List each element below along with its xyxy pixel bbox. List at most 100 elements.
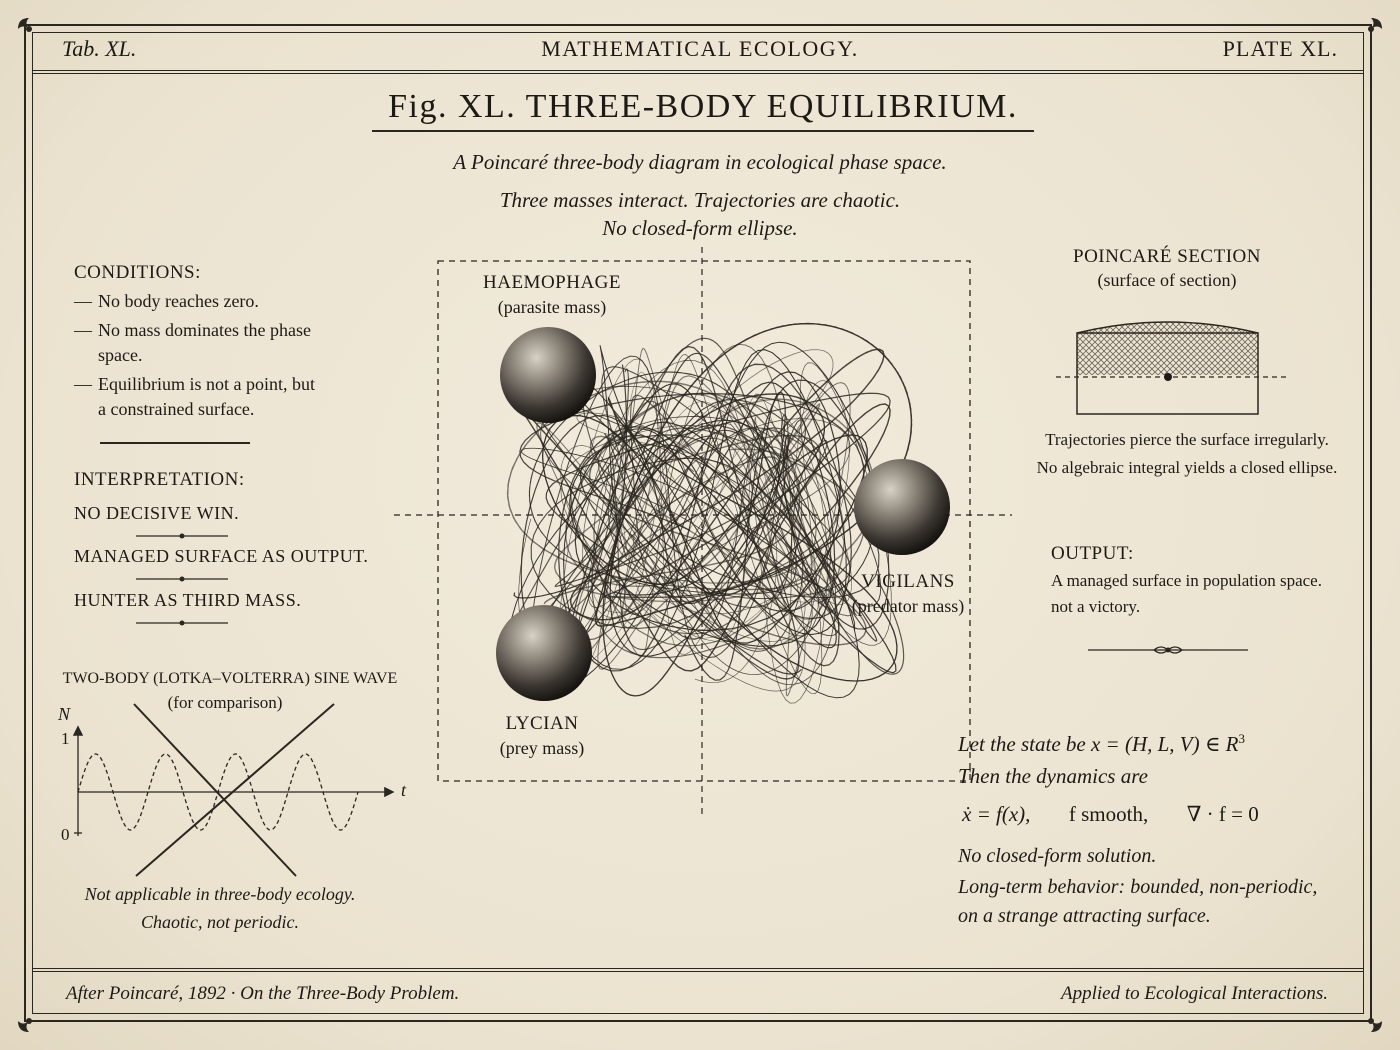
math-line-6: on a strange attracting surface. [958,905,1211,927]
trajectory-line [507,341,876,699]
trajectory-line [560,425,806,692]
lycian-mass [496,605,592,701]
two-body-subtitle: (for comparison) [167,693,283,712]
trajectory-line [570,345,840,667]
body-name-lycian: LYCIAN [505,713,579,734]
two-body-title: TWO-BODY (LOTKA–VOLTERRA) SINE WAVE [62,670,398,687]
trajectory-line [558,363,852,672]
math-line-2: Then the dynamics are [958,764,1148,788]
poincare-heading: POINCARÉ SECTION [1073,246,1261,267]
trajectory-line [591,427,865,659]
poincare-caption-1: Trajectories pierce the surface irregula… [1045,430,1329,449]
outer-frame [24,24,1372,1022]
page-title: Fig. XL. THREE-BODY EQUILIBRIUM. [372,88,1034,132]
interpretation-heading: INTERPRETATION: [74,469,245,490]
inner-frame [32,32,1364,1014]
divider [100,442,250,444]
conditions-heading: CONDITIONS: [74,262,201,283]
trajectory-line [579,434,800,680]
header-rule [32,70,1364,71]
corner-ornament-icon [1368,1018,1382,1032]
trajectory-line [532,352,878,654]
math-dimension: 3 [1238,731,1246,746]
header-rule-2 [32,73,1364,74]
poincare-section-diagram [1056,321,1286,415]
trajectory-line [565,393,845,650]
condition-item: No body reaches zero. [74,289,324,314]
header-center: MATHEMATICAL ECOLOGY. [541,36,859,61]
interpretation-dividers [136,533,228,626]
footer-rule [32,968,1364,969]
tagline-line-1: Three masses interact. Trajectories are … [499,188,901,212]
corner-ornament-icon [18,1018,32,1032]
trajectory-line [597,347,813,670]
section-box [1076,332,1259,415]
sine-wave [77,753,359,831]
output-line-2: not a victory. [1051,597,1141,616]
trajectory-line [595,322,913,627]
trajectory-line [505,337,905,675]
condition-item: No mass dominates the phase space. [74,318,324,368]
trajectory-line [530,399,880,631]
corner-ornament-icon [1368,18,1382,32]
output-heading: OUTPUT: [1051,543,1134,564]
equation-flow: ẋ = f(x), [962,802,1031,826]
footer-right: Applied to Ecological Interactions. [1060,983,1328,1004]
poincare-caption-2: No algebraic integral yields a closed el… [1036,458,1338,477]
trajectory-line [560,380,850,643]
trajectory-line [607,396,898,682]
interpretation-item: NO DECISIVE WIN. [74,503,240,523]
trajectory-line [541,414,868,644]
interpretation-item: MANAGED SURFACE AS OUTPUT. [74,546,369,566]
cross-out-line [135,703,335,877]
three-body-diagram [394,247,1012,815]
subtitle: A Poincaré three-body diagram in ecologi… [453,150,947,174]
section-point [1164,373,1172,381]
y-tick-label: 1 [61,729,70,748]
math-state: Let the state be x = (H, L, V) ∈ R [958,732,1239,756]
x-axis-label: t [401,780,407,800]
math-line-1: Let the state be x = (H, L, V) ∈ R3 [958,731,1245,757]
poincare-subheading: (surface of section) [1097,270,1237,290]
interpretation-item: HUNTER AS THIRD MASS. [74,590,302,610]
condition-item: Equilibrium is not a point, but a constr… [74,372,324,422]
trajectory-line [519,392,891,675]
tagline-line-2: No closed-form ellipse. [602,216,798,240]
two-body-plot [72,703,395,877]
footer-left: After Poincaré, 1892 · On the Three-Body… [66,983,460,1004]
trajectory-line [572,371,832,669]
math-equation: ẋ = f(x), f smooth, ∇ · f = 0 [962,802,1259,827]
vigilans-mass [854,459,950,555]
y-tick-label: 0 [61,825,70,844]
trajectory-line [513,371,897,674]
section-surface [1077,322,1258,375]
body-role-vigilans: (predator mass) [851,596,965,616]
footer-rule-2 [32,971,1364,972]
trajectory-line [560,365,817,612]
trajectory-line [518,403,891,672]
two-body-caption-1: Not applicable in three-body ecology. [84,884,356,904]
equation-smooth: f smooth, [1068,802,1149,826]
equation-divergence: ∇ · f = 0 [1186,802,1259,826]
phase-space-box [437,260,971,782]
trajectory-line [602,393,826,697]
body-name-haemophage: HAEMOPHAGE [483,272,621,293]
trajectory-line [598,416,832,675]
haemophage-mass [500,327,596,423]
conditions-list: No body reaches zero. No mass dominates … [74,289,324,426]
body-name-vigilans: VIGILANS [861,571,955,592]
ornament-divider-icon [1088,646,1248,654]
math-line-5: Long-term behavior: bounded, non-periodi… [958,876,1318,898]
output-line-1: A managed surface in population space. [1051,571,1322,590]
trajectory-line [576,349,834,683]
two-body-caption-2: Chaotic, not periodic. [141,912,299,932]
trajectory-line [569,394,841,641]
body-role-haemophage: (parasite mass) [497,297,607,317]
body-role-lycian: (prey mass) [499,738,585,758]
math-line-4: No closed-form solution. [958,845,1157,867]
header-left: Tab. XL. [62,36,137,61]
header-right: PLATE XL. [1222,36,1338,61]
corner-ornament-icon [18,18,32,32]
trajectory-line [624,418,851,615]
